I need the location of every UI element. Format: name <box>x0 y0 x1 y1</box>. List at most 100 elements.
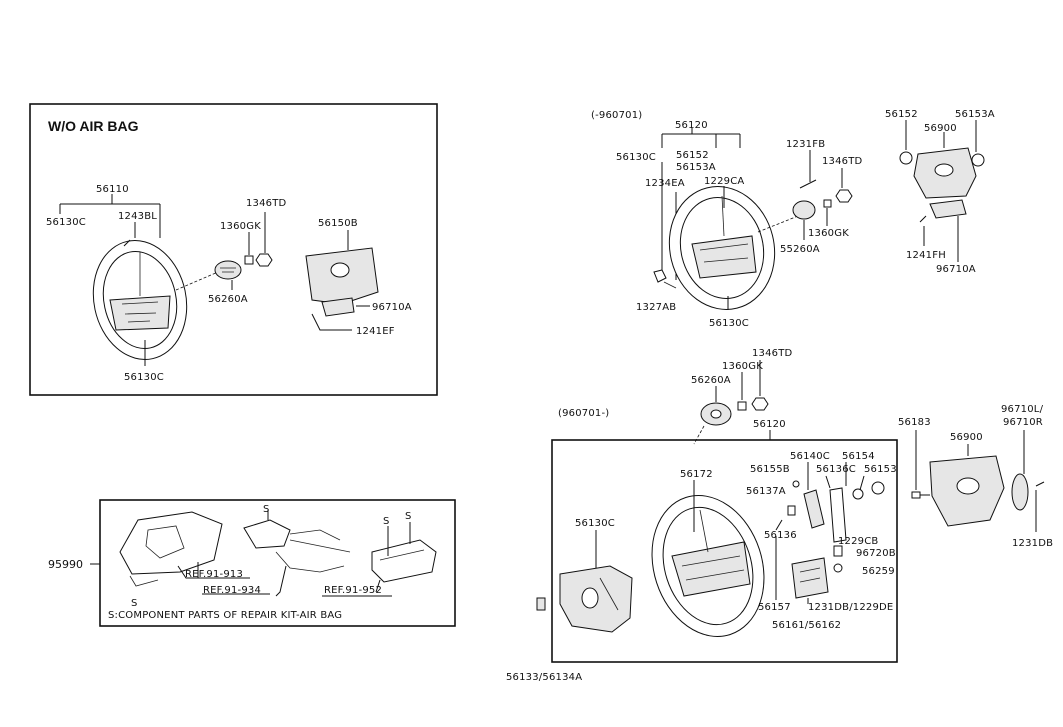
label-56154: 56154 <box>842 451 875 462</box>
label-1327ab: 1327AB <box>636 302 676 313</box>
early-section: (-960701) 56120 56130C 56152 56153A 1234… <box>591 109 995 329</box>
label-ref-934: REF.91-934 <box>203 585 261 596</box>
kit-module-drawing <box>119 511 250 587</box>
label-56130c-top: 56130C <box>46 217 86 228</box>
label-s-4: S <box>131 598 138 609</box>
screw-1231fb <box>799 179 817 189</box>
label-56130c-early: 56130C <box>616 152 656 163</box>
leader-bottom-small-late <box>775 536 809 604</box>
label-56137a: 56137A <box>746 486 786 497</box>
label-56183: 56183 <box>898 417 931 428</box>
label-96710l: 96710L/ <box>1001 404 1044 415</box>
label-56900-late: 56900 <box>950 432 983 443</box>
cover-56130c-late <box>559 565 633 633</box>
kit-ref-underlines <box>197 562 392 597</box>
label-56260a: 56260A <box>208 294 248 305</box>
label-ref-913: REF.91-913 <box>185 569 243 580</box>
label-1234ea: 1234EA <box>645 178 685 189</box>
label-late-range: (960701-) <box>558 408 609 419</box>
late-small-parts <box>775 480 885 599</box>
label-56152-right: 56152 <box>885 109 918 120</box>
label-1241fh: 1241FH <box>906 250 946 261</box>
leader-right-early <box>905 120 977 152</box>
late-frame <box>551 439 898 663</box>
label-1231db-1229de: 1231DB/1229DE <box>808 602 893 613</box>
label-95990: 95990 <box>48 558 83 571</box>
label-56130c-bottom: 56130C <box>124 372 164 383</box>
repair-kit-frame <box>99 499 456 627</box>
label-1360gk-early: 1360GK <box>808 228 849 239</box>
airbag-pad-56900-early <box>899 147 985 219</box>
steering-wheel-early <box>668 186 799 310</box>
label-1346td-early: 1346TD <box>822 156 863 167</box>
module-96710l <box>1011 473 1029 511</box>
label-1229ca: 1229CA <box>704 176 744 187</box>
bolt-56183 <box>911 491 930 499</box>
bolt-1327ab <box>653 269 677 289</box>
kit-control-module-drawing <box>371 522 437 593</box>
label-56120-late: 56120 <box>753 419 786 430</box>
kit-clockspring-drawing <box>243 510 351 597</box>
label-s-note: S:COMPONENT PARTS OF REPAIR KIT-AIR BAG <box>108 610 342 621</box>
leader-top-small-late <box>807 462 865 491</box>
repair-kit-section: 95990 REF.91-913 REF.91-934 REF.91-952 S… <box>48 499 456 627</box>
label-56136: 56136 <box>764 530 797 541</box>
label-56120-early: 56120 <box>675 120 708 131</box>
label-s-2: S <box>383 516 390 527</box>
airbag-pad-56900-late <box>929 455 1005 527</box>
label-56150b: 56150B <box>318 218 358 229</box>
label-56161-56162: 56161/56162 <box>772 620 841 631</box>
label-56110: 56110 <box>96 184 129 195</box>
horn-pad-55260a <box>792 200 816 220</box>
label-1231db-right: 1231DB <box>1012 538 1053 549</box>
label-55260a: 55260A <box>780 244 820 255</box>
nut-1346td-early <box>835 189 853 203</box>
pad-56150b <box>305 247 379 317</box>
leader-56110 <box>59 194 161 238</box>
label-56152-early: 56152 <box>676 150 709 161</box>
label-56133-56134a: 56133/56134A <box>506 672 582 683</box>
label-96720b: 96720B <box>856 548 896 559</box>
label-56260a-late: 56260A <box>691 375 731 386</box>
leader-56120-early <box>661 128 741 148</box>
label-1346td-late: 1346TD <box>752 348 793 359</box>
wo-airbag-section: W/O AIR BAG <box>29 103 438 396</box>
label-56172: 56172 <box>680 469 713 480</box>
dash-horn-late <box>693 425 705 445</box>
leader-1229ca <box>723 186 729 310</box>
horn-button-56260a <box>214 260 242 280</box>
label-1229cb: 1229CB <box>838 536 879 547</box>
horn-pad-56260a-late <box>700 402 732 426</box>
leader-lower-right-early <box>919 215 959 262</box>
leader-nuts-late <box>741 360 761 400</box>
steering-wheel-drawing <box>92 240 219 360</box>
label-s-3: S <box>405 511 412 522</box>
label-56136c: 56136C <box>816 464 856 475</box>
label-56153a-early: 56153A <box>676 162 716 173</box>
wo-airbag-frame <box>29 103 438 396</box>
label-56130c-bottom-early: 56130C <box>709 318 749 329</box>
label-56155b: 56155B <box>750 464 790 475</box>
nut-1360gk <box>244 255 254 265</box>
screw-1243bl <box>123 239 131 247</box>
label-56153: 56153 <box>864 464 897 475</box>
nut-1360gk-late <box>737 401 747 411</box>
label-96710a-early: 96710A <box>936 264 976 275</box>
label-56153a-right: 56153A <box>955 109 995 120</box>
nut-1360gk-early <box>823 199 832 208</box>
label-1231fb: 1231FB <box>786 139 825 150</box>
steering-wheel-late <box>651 495 765 637</box>
label-s-1: S <box>263 504 270 515</box>
leader-1241ef <box>311 313 352 331</box>
label-early-range: (-960701) <box>591 110 642 121</box>
label-1346td: 1346TD <box>246 198 287 209</box>
leader-1231db-right <box>1035 481 1045 532</box>
nut-1346td-late <box>751 397 769 411</box>
label-56130c-late: 56130C <box>575 518 615 529</box>
label-56140c: 56140C <box>790 451 830 462</box>
label-96710r: 96710R <box>1003 417 1043 428</box>
label-56900-early: 56900 <box>924 123 957 134</box>
label-1360gk-late: 1360GK <box>722 361 763 372</box>
label-1241ef: 1241EF <box>356 326 395 337</box>
